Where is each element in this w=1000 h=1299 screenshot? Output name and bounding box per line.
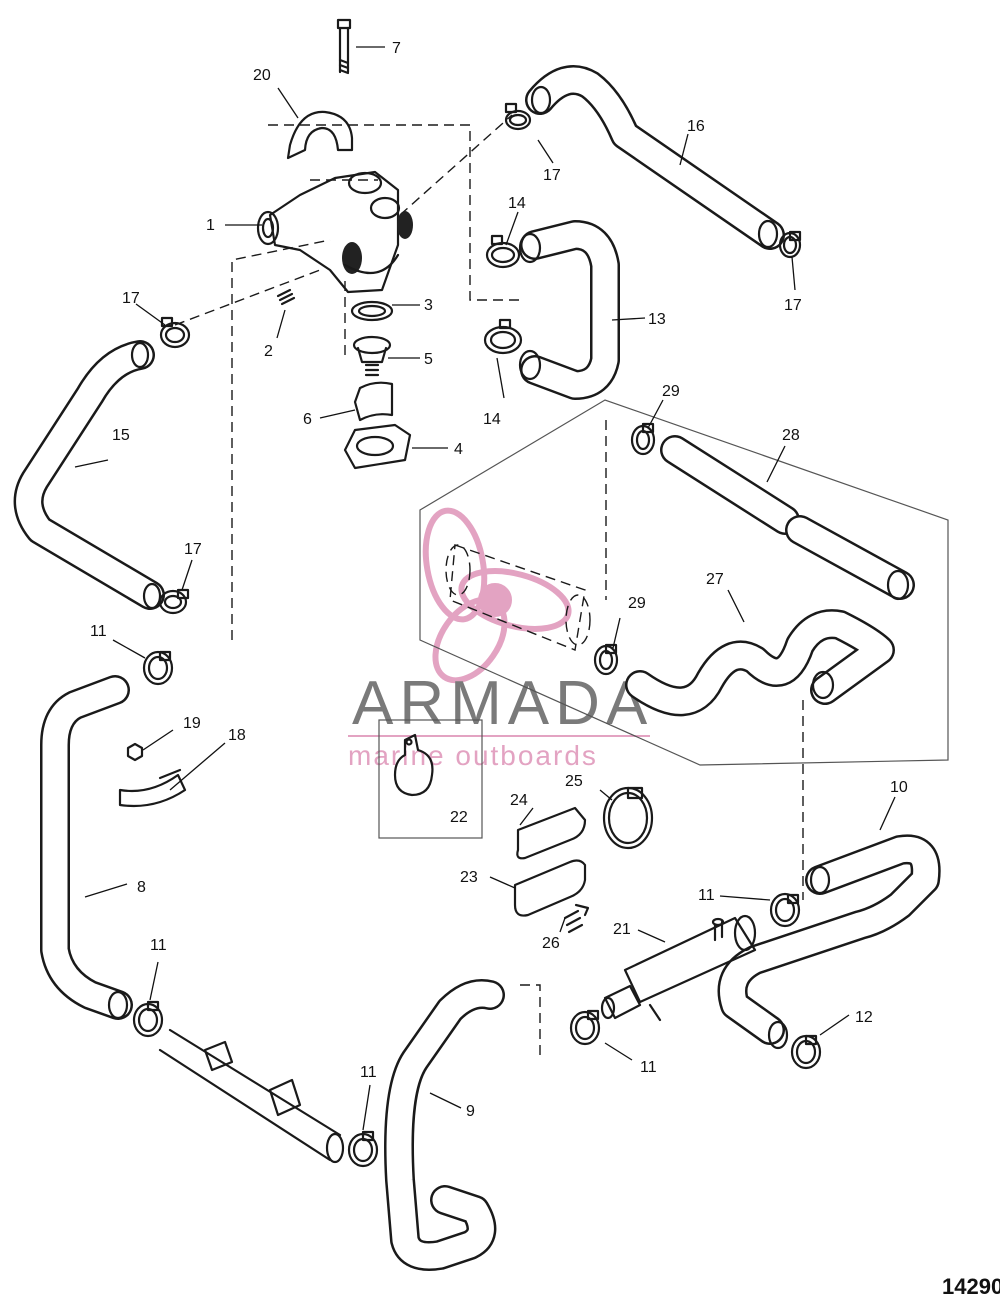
part-label-14a: 14	[508, 195, 526, 212]
part-label-5: 5	[424, 351, 433, 368]
drain-tube	[158, 1028, 345, 1164]
part-label-11c: 11	[360, 1064, 377, 1081]
part-label-22: 22	[450, 809, 468, 826]
hose-13	[518, 220, 620, 400]
part-label-15: 15	[112, 427, 130, 444]
clamp-29-top	[630, 422, 656, 456]
figure-number: 14290	[942, 1274, 1000, 1299]
sleeve-6	[353, 381, 394, 422]
cooler-21	[600, 914, 757, 1022]
part-label-29b: 29	[628, 595, 646, 612]
part-label-28: 28	[782, 427, 800, 444]
part-label-10: 10	[890, 779, 908, 796]
thermostat-5	[352, 335, 392, 377]
leader-lines	[74, 46, 896, 1131]
clamp-17-left	[159, 316, 191, 349]
part-label-11b: 11	[150, 937, 167, 954]
part-label-3: 3	[424, 297, 433, 314]
hose-15	[13, 340, 165, 610]
part-labels: 7 20 1 2 3 5 6 4 17 17 14 14 13 16 17 15…	[90, 40, 908, 1120]
bracket-18	[118, 768, 187, 808]
cooler-assembly	[445, 544, 591, 651]
clamp-25	[602, 786, 654, 850]
part-label-11e: 11	[698, 887, 715, 904]
part-label-4: 4	[454, 441, 463, 458]
part-label-7: 7	[392, 40, 401, 57]
hose-16	[525, 65, 785, 250]
part-label-18: 18	[228, 727, 246, 744]
part-label-19: 19	[183, 715, 201, 732]
clamp-12	[790, 1034, 822, 1070]
gasket-4	[343, 423, 412, 470]
gasket-3	[350, 300, 394, 322]
shield-24	[516, 806, 587, 860]
part-label-8: 8	[137, 879, 146, 896]
clamp-14-top	[485, 234, 521, 269]
hose-clamps	[132, 102, 822, 1168]
part-label-6: 6	[303, 411, 312, 428]
part-label-24: 24	[510, 792, 528, 809]
spring-2	[276, 288, 296, 306]
clamp-17-right	[778, 230, 802, 259]
part-label-9: 9	[466, 1103, 475, 1120]
part-label-17a: 17	[122, 290, 140, 307]
clip-22-box	[378, 719, 483, 839]
part-label-13: 13	[648, 311, 666, 328]
hose-8	[40, 675, 133, 1020]
part-label-17c: 17	[784, 297, 802, 314]
bolt-7	[336, 18, 352, 75]
clamp-11-b	[132, 1000, 164, 1038]
propeller-logo	[422, 507, 572, 684]
part-label-23: 23	[460, 869, 478, 886]
hose-10	[717, 834, 941, 1050]
part-label-29a: 29	[662, 383, 680, 400]
watermark: ARMADA marine outboards	[348, 507, 653, 771]
clamp-14-bottom	[483, 318, 523, 355]
part-label-16: 16	[687, 118, 705, 135]
clamp-20	[286, 110, 354, 160]
assembly-dashed-lines	[174, 114, 804, 1055]
part-label-11d: 11	[640, 1059, 657, 1076]
clamp-11-c	[347, 1130, 379, 1168]
part-label-14b: 14	[483, 411, 501, 428]
part-label-12: 12	[855, 1009, 873, 1026]
hose-27	[625, 609, 895, 717]
part-label-2: 2	[264, 343, 273, 360]
part-label-17d: 17	[184, 541, 202, 558]
part-label-26: 26	[542, 935, 560, 952]
part-label-27: 27	[706, 571, 724, 588]
clamp-11-a	[142, 650, 174, 686]
part-label-17b: 17	[543, 167, 561, 184]
part-label-11a: 11	[90, 623, 107, 640]
assembly-frame	[419, 399, 949, 766]
nut-19	[126, 742, 144, 762]
part-label-1: 1	[206, 217, 215, 234]
clamp-11-d	[569, 1009, 601, 1046]
clamp-17-bottom	[158, 588, 190, 615]
clamp-29-bottom	[593, 643, 619, 676]
screw-26	[563, 903, 590, 934]
part-label-21: 21	[613, 921, 631, 938]
part-label-25: 25	[565, 773, 583, 790]
part-label-20: 20	[253, 67, 271, 84]
clamp-11-e	[769, 892, 801, 928]
clamp-17-top	[504, 102, 532, 131]
watermark-tagline: marine outboards	[348, 740, 598, 771]
thermostat-housing-1	[256, 170, 413, 294]
hose-9	[384, 979, 505, 1271]
hose-28	[660, 435, 915, 601]
shield-23	[513, 859, 587, 917]
watermark-brand: ARMADA	[352, 669, 653, 738]
